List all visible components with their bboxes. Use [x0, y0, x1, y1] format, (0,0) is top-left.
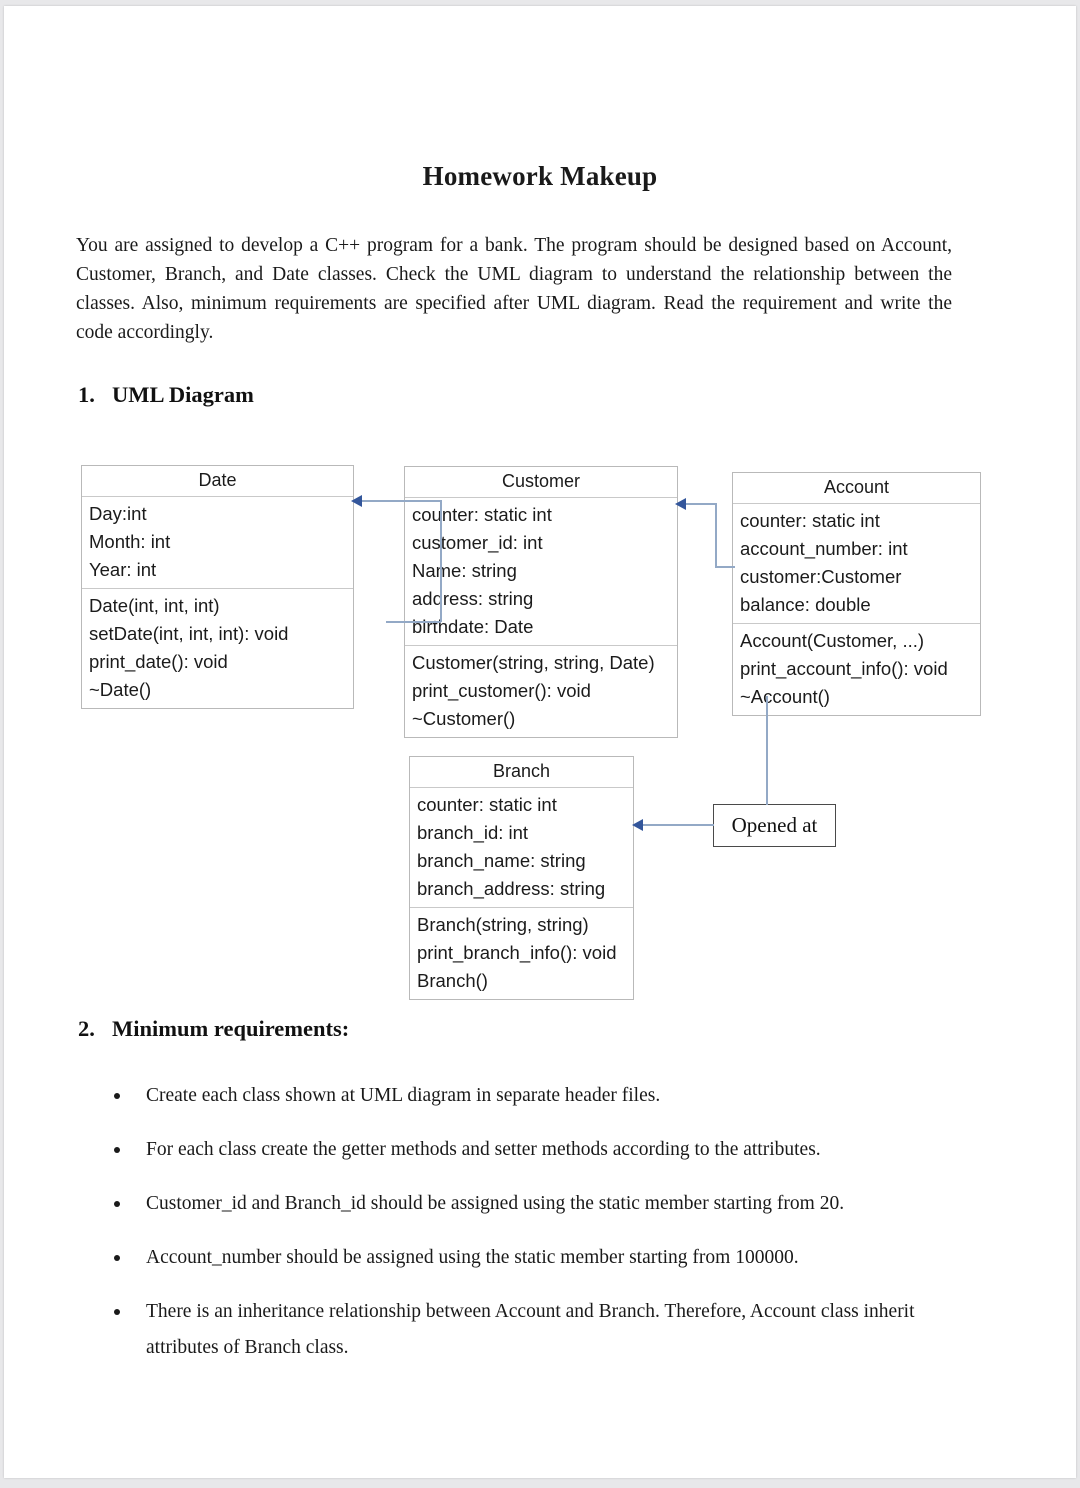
uml-attribute: branch_address: string [417, 878, 606, 899]
uml-methods-account: Account(Customer, ...) print_account_inf… [733, 623, 980, 715]
connector-account-to-customer-horizontal-top [680, 503, 716, 505]
list-item-text: There is an inheritance relationship bet… [146, 1301, 915, 1358]
list-item: Create each class shown at UML diagram i… [108, 1078, 968, 1114]
list-item: Account_number should be assigned using … [108, 1240, 968, 1276]
section-number: 1. [78, 382, 95, 407]
bullet-icon [114, 1147, 120, 1153]
list-item-text: Customer_id and Branch_id should be assi… [146, 1193, 845, 1214]
uml-attribute: customer_id: int [412, 532, 543, 553]
uml-class-box-account: Account counter: static int account_numb… [732, 472, 981, 716]
uml-method: print_customer(): void [412, 680, 591, 701]
connector-account-to-customer-vertical [715, 503, 717, 567]
uml-methods-customer: Customer(string, string, Date) print_cus… [405, 645, 677, 737]
list-item-text: Account_number should be assigned using … [146, 1247, 799, 1268]
requirements-list: Create each class shown at UML diagram i… [108, 1078, 968, 1384]
uml-attribute: account_number: int [740, 538, 908, 559]
uml-attribute: branch_name: string [417, 850, 586, 871]
connector-customer-to-date-horizontal-bottom [386, 621, 441, 623]
uml-methods-date: Date(int, int, int) setDate(int, int, in… [82, 588, 353, 708]
uml-attribute: balance: double [740, 594, 871, 615]
uml-attribute: Year: int [89, 559, 157, 580]
uml-attribute: address: string [412, 588, 534, 609]
arrowhead-icon-to-branch [632, 819, 643, 831]
page-title: Homework Makeup [422, 161, 658, 191]
uml-class-name-date: Date [82, 466, 353, 497]
uml-attribute: Month: int [89, 531, 171, 552]
intro-paragraph: You are assigned to develop a C++ progra… [76, 235, 952, 343]
uml-class-name-branch: Branch [410, 757, 633, 788]
uml-method: Account(Customer, ...) [740, 630, 925, 651]
uml-method: ~Account() [740, 686, 830, 707]
bullet-icon [114, 1255, 120, 1261]
uml-attribute: Name: string [412, 560, 517, 581]
uml-method: Branch() [417, 970, 488, 991]
list-item-text: For each class create the getter methods… [146, 1139, 821, 1160]
section-heading-uml-diagram: 1. UML Diagram [78, 382, 254, 408]
uml-class-box-date: Date Day:int Month: int Year: int Date(i… [81, 465, 354, 709]
arrowhead-icon-to-date [351, 495, 362, 507]
uml-method: ~Date() [89, 679, 152, 700]
uml-attributes-date: Day:int Month: int Year: int [82, 497, 353, 588]
uml-method: Customer(string, string, Date) [412, 652, 655, 673]
uml-attribute: branch_id: int [417, 822, 529, 843]
bullet-icon [114, 1093, 120, 1099]
list-item-text: Create each class shown at UML diagram i… [146, 1085, 661, 1106]
uml-method: print_branch_info(): void [417, 942, 617, 963]
section-title: Minimum requirements: [112, 1016, 350, 1041]
section-heading-minimum-requirements: 2. Minimum requirements: [78, 1016, 349, 1042]
connector-account-to-customer-horizontal-bottom [715, 566, 735, 568]
uml-method: Branch(string, string) [417, 914, 589, 935]
uml-attributes-account: counter: static int account_number: int … [733, 504, 980, 623]
connector-account-to-opened-at-vertical [766, 696, 768, 805]
uml-class-box-customer: Customer counter: static int customer_id… [404, 466, 678, 738]
arrowhead-icon-to-customer [675, 498, 686, 510]
uml-relationship-label-opened-at: Opened at [713, 804, 836, 847]
uml-attribute: customer:Customer [740, 566, 902, 587]
connector-customer-to-date-vertical [440, 500, 442, 622]
uml-attribute: Day:int [89, 503, 147, 524]
section-title: UML Diagram [112, 382, 254, 407]
uml-class-name-customer: Customer [405, 467, 677, 498]
bullet-icon [114, 1309, 120, 1315]
uml-class-name-account: Account [733, 473, 980, 504]
uml-methods-branch: Branch(string, string) print_branch_info… [410, 907, 633, 999]
uml-attribute: birthdate: Date [412, 616, 534, 637]
uml-method: Date(int, int, int) [89, 595, 220, 616]
uml-class-box-branch: Branch counter: static int branch_id: in… [409, 756, 634, 1000]
list-item: Customer_id and Branch_id should be assi… [108, 1186, 968, 1222]
uml-method: setDate(int, int, int): void [89, 623, 289, 644]
connector-opened-at-to-branch-horizontal [641, 824, 714, 826]
uml-attribute: counter: static int [740, 510, 880, 531]
uml-method: print_date(): void [89, 651, 228, 672]
uml-method: ~Customer() [412, 708, 516, 729]
section-number: 2. [78, 1016, 95, 1041]
list-item: There is an inheritance relationship bet… [108, 1294, 968, 1366]
connector-customer-to-date-horizontal-top [356, 500, 441, 502]
uml-attributes-customer: counter: static int customer_id: int Nam… [405, 498, 677, 645]
uml-attribute: counter: static int [412, 504, 552, 525]
uml-attribute: counter: static int [417, 794, 557, 815]
document-page: Homework Makeup You are assigned to deve… [4, 6, 1076, 1478]
bullet-icon [114, 1201, 120, 1207]
uml-method: print_account_info(): void [740, 658, 948, 679]
list-item: For each class create the getter methods… [108, 1132, 968, 1168]
uml-attributes-branch: counter: static int branch_id: int branc… [410, 788, 633, 907]
